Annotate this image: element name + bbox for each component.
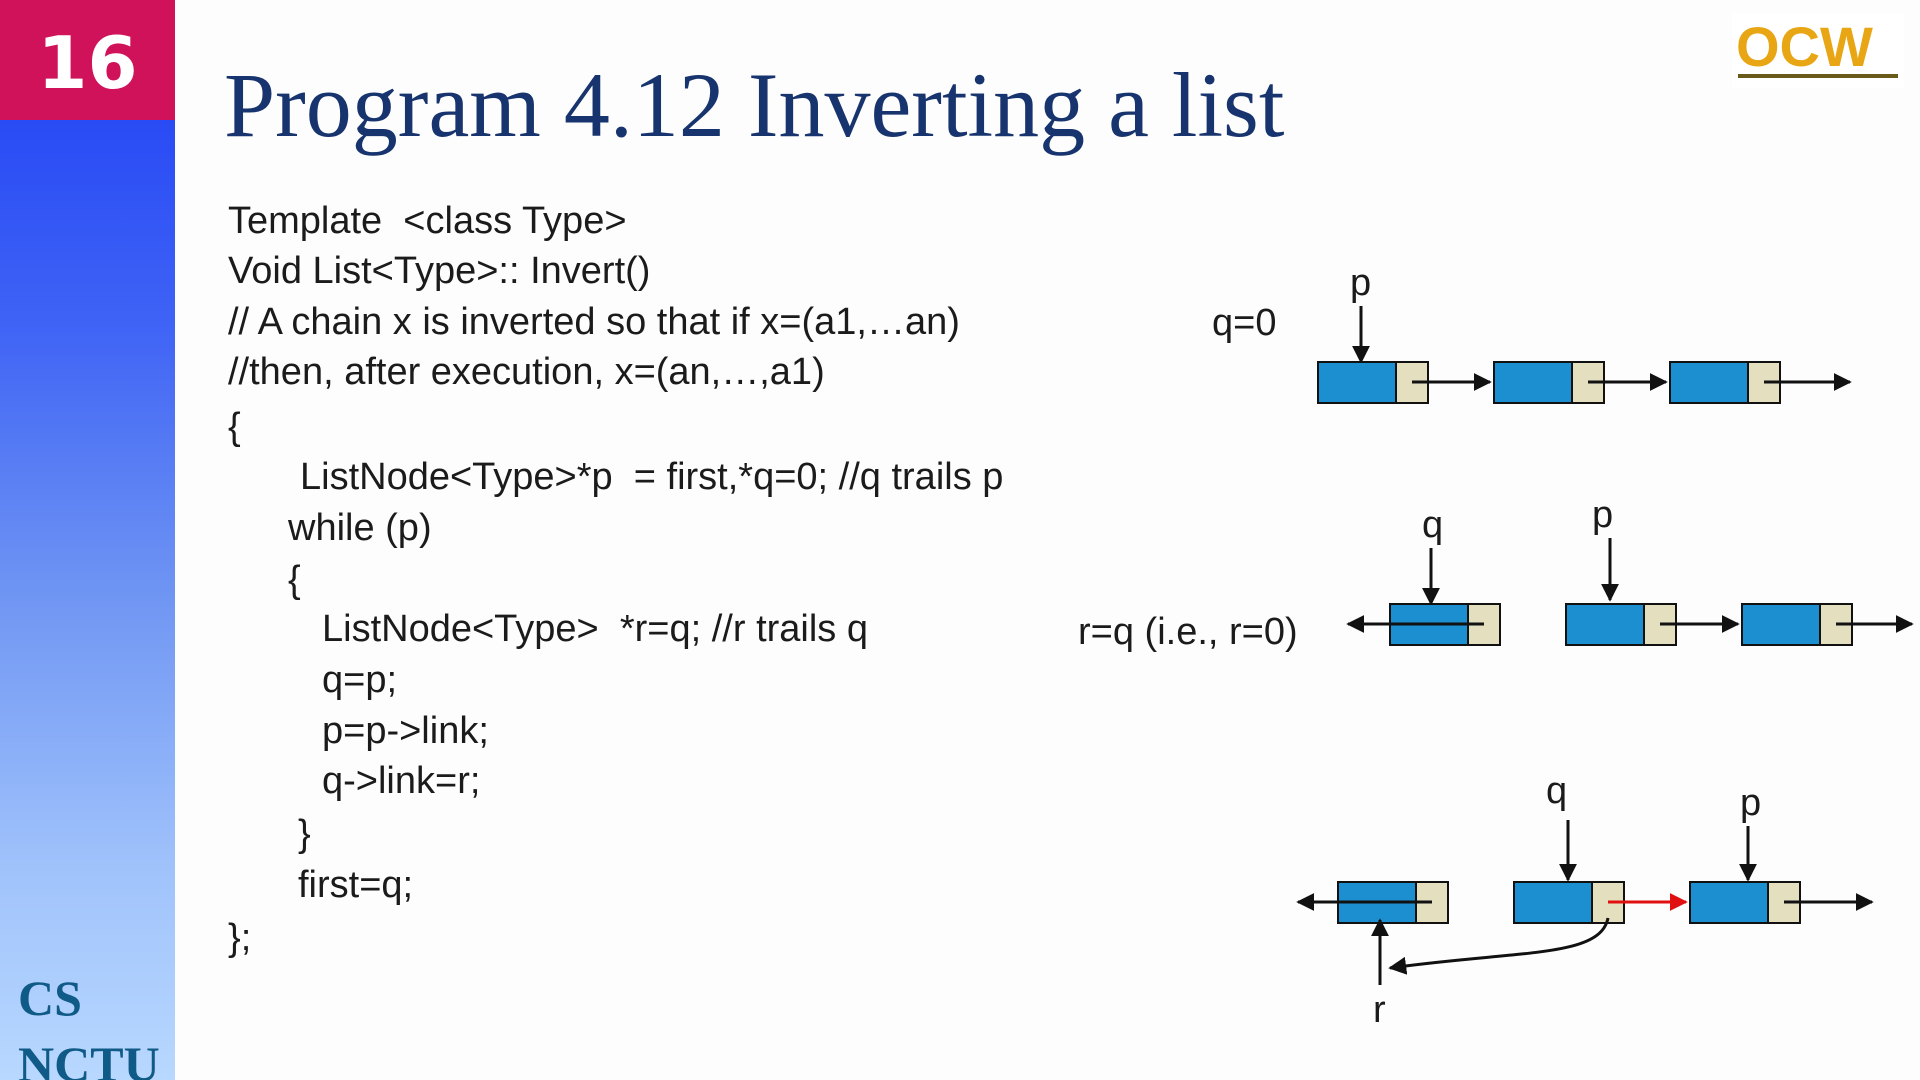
- sidebar-label-nctu: NCTU: [18, 1036, 160, 1080]
- node-data-cell: [1493, 361, 1573, 404]
- node-data-cell: [1741, 603, 1821, 646]
- r-equals-q-label: r=q (i.e., r=0): [1078, 611, 1298, 653]
- code-line: Void List<Type>:: Invert(): [228, 250, 651, 292]
- pointer-p-label: p: [1350, 262, 1371, 304]
- code-line: ListNode<Type>*p = first,*q=0; //q trail…: [300, 456, 1004, 498]
- logo-caption-bar: [1738, 74, 1898, 78]
- code-line: Template <class Type>: [228, 200, 627, 242]
- code-line: {: [288, 559, 301, 601]
- sidebar-label-cs: CS: [18, 970, 82, 1026]
- node-data-cell: [1565, 603, 1645, 646]
- code-line: first=q;: [298, 864, 414, 906]
- step3-diagram: q p r: [1296, 770, 1874, 1031]
- code-line: q->link=r;: [322, 760, 481, 802]
- pointer-q-label: q: [1422, 504, 1443, 546]
- slide-number-badge: 16: [0, 0, 175, 120]
- pointer-p-label: p: [1592, 494, 1613, 536]
- slide-title: Program 4.12 Inverting a list: [224, 54, 1285, 156]
- reversed-link-arrow: [1388, 917, 1610, 975]
- code-line: // A chain x is inverted so that if x=(a…: [228, 301, 960, 343]
- pointer-r-label: r: [1373, 989, 1386, 1031]
- code-line: }: [298, 813, 311, 855]
- code-line: //then, after execution, x=(an,…,a1): [228, 351, 825, 393]
- code-line: };: [228, 917, 252, 959]
- code-line: p=p->link;: [322, 710, 489, 752]
- q-equals-zero-label: q=0: [1212, 302, 1276, 344]
- code-line: q=p;: [322, 659, 398, 701]
- node-data-cell: [1317, 361, 1397, 404]
- pointer-q-label: q: [1546, 770, 1567, 812]
- ocw-logo: OCW: [1732, 14, 1904, 88]
- code-line: while (p): [288, 507, 432, 549]
- node-data-cell: [1513, 881, 1593, 924]
- sidebar: 16 CS NCTU: [0, 0, 175, 1080]
- step1-diagram: q=0 p: [1212, 262, 1852, 404]
- node-data-cell: [1669, 361, 1749, 404]
- node-data-cell: [1689, 881, 1769, 924]
- code-line: ListNode<Type> *r=q; //r trails q: [322, 608, 868, 650]
- logo-text: OCW: [1736, 15, 1873, 78]
- slide-number: 16: [37, 21, 138, 105]
- step2-diagram: r=q (i.e., r=0) q p: [1078, 494, 1914, 653]
- code-line: {: [228, 406, 241, 448]
- pointer-p-label: p: [1740, 782, 1761, 824]
